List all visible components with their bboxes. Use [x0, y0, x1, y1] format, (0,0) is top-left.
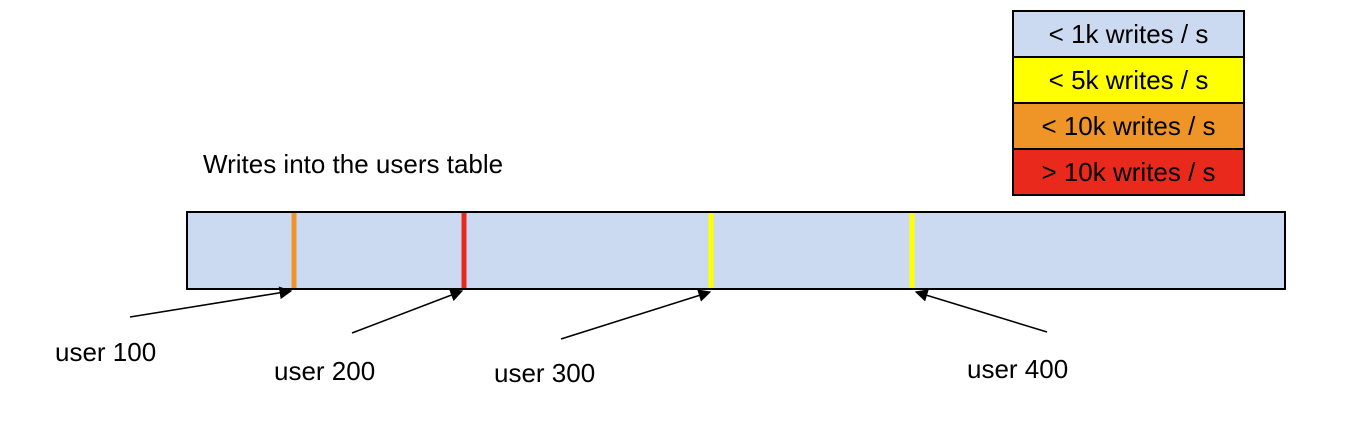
legend-item-label: < 1k writes / s	[1048, 18, 1209, 49]
label-user-300: user 300	[494, 358, 596, 388]
hotkey-marker-user-200	[461, 213, 467, 288]
arrow-user-400	[914, 289, 1048, 333]
hotkey-marker-user-300	[708, 213, 714, 288]
users-table-bar	[186, 211, 1286, 290]
legend-item-1: < 1k writes / s	[1012, 10, 1245, 58]
label-user-400: user 400	[967, 354, 1069, 384]
legend-item-label: < 5k writes / s	[1048, 64, 1209, 95]
legend-item-3: < 10k writes / s	[1012, 102, 1245, 150]
legend: < 1k writes / s < 5k writes / s < 10k writ…	[1012, 10, 1245, 196]
arrow-user-200	[351, 289, 464, 334]
legend-item-label: > 10k writes / s	[1041, 156, 1216, 187]
arrow-user-100	[129, 286, 293, 318]
legend-item-4: > 10k writes / s	[1012, 148, 1245, 196]
label-user-200: user 200	[274, 356, 376, 386]
hotkey-marker-user-100	[291, 213, 297, 288]
diagram-title: Writes into the users table	[203, 149, 504, 179]
legend-item-label: < 10k writes / s	[1041, 110, 1216, 141]
hotkey-marker-user-400	[909, 213, 915, 288]
label-user-100: user 100	[55, 337, 157, 367]
arrow-user-300	[560, 289, 712, 340]
legend-item-2: < 5k writes / s	[1012, 56, 1245, 104]
